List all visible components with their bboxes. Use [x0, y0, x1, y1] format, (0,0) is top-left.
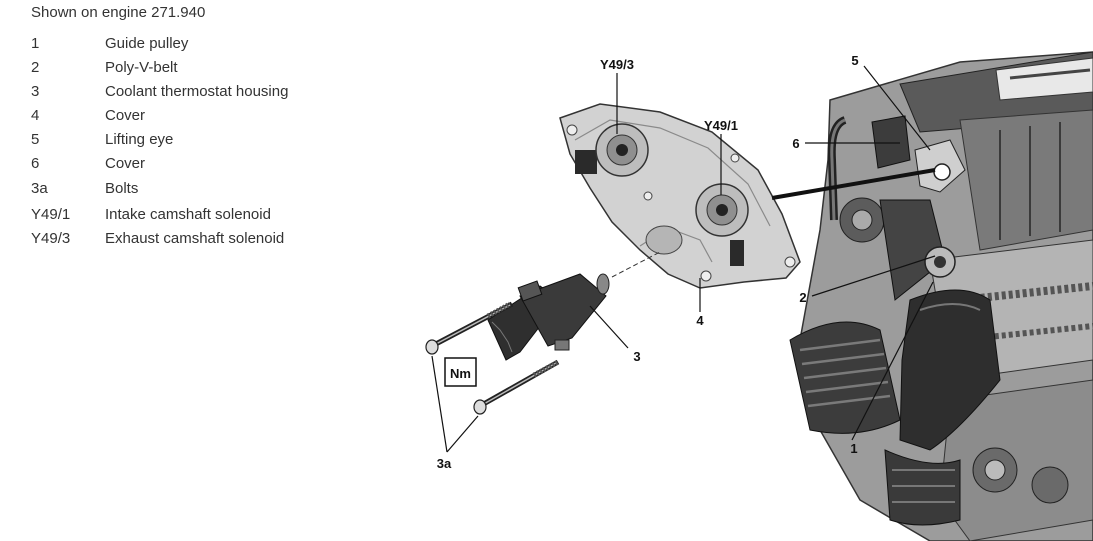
legend-row-6: 6 Cover — [31, 151, 391, 175]
legend-text: Cover — [105, 154, 146, 172]
callout-3a: 3a — [437, 456, 452, 471]
parts-legend: 1 Guide pulley 2 Poly-V-belt 3 Coolant ther… — [31, 31, 391, 250]
callout-5: 5 — [851, 53, 858, 68]
legend-text: Intake camshaft solenoid — [105, 205, 271, 223]
mounting-reference-line — [771, 168, 936, 200]
legend-text: Lifting eye — [105, 130, 174, 148]
callout-y49-3: Y49/3 — [600, 57, 634, 72]
alignment-line — [611, 251, 661, 278]
legend-row-1: 1 Guide pulley — [31, 31, 391, 55]
engine-block — [789, 51, 1093, 541]
legend-row-5: 5 Lifting eye — [31, 127, 391, 151]
thermostat-housing — [487, 273, 610, 361]
legend-code: 3 — [31, 82, 40, 100]
legend-code: 2 — [31, 58, 40, 76]
intake-camshaft-solenoid — [695, 183, 749, 237]
legend-text: Cover — [105, 106, 146, 124]
exhaust-camshaft-solenoid — [595, 123, 649, 177]
diagram-caption: Shown on engine 271.940 — [31, 4, 206, 21]
legend-row-2: 2 Poly-V-belt — [31, 55, 391, 79]
legend-text: Bolts — [105, 180, 139, 197]
cover-plate — [559, 103, 801, 289]
torque-badge: Nm — [444, 357, 477, 387]
callout-y49-1: Y49/1 — [704, 118, 738, 133]
legend-row-y49-3: Y49/3 Exhaust camshaft solenoid — [31, 226, 391, 250]
callout-2: 2 — [799, 290, 806, 305]
legend-text: Coolant thermostat housing — [105, 82, 289, 100]
callout-1: 1 — [850, 441, 857, 456]
legend-row-4: 4 Cover — [31, 103, 391, 127]
legend-row-3: 3 Coolant thermostat housing — [31, 79, 391, 103]
legend-code: Y49/3 — [31, 229, 71, 247]
torque-badge-label: Nm — [450, 366, 471, 381]
legend-code: Y49/1 — [31, 205, 71, 223]
bolt-upper — [425, 301, 514, 355]
legend-text: Exhaust camshaft solenoid — [105, 229, 285, 247]
legend-text: Guide pulley — [105, 34, 189, 52]
callout-4: 4 — [696, 313, 704, 328]
legend-text: Poly-V-belt — [105, 58, 178, 76]
legend-code: 6 — [31, 154, 40, 172]
legend-code: 4 — [31, 106, 40, 124]
legend-code: 3a — [31, 180, 48, 197]
callout-3: 3 — [633, 349, 640, 364]
leader-lines — [431, 65, 936, 453]
legend-code: 5 — [31, 130, 40, 148]
legend-row-3a: 3a Bolts — [31, 175, 391, 202]
legend-row-y49-1: Y49/1 Intake camshaft solenoid — [31, 202, 391, 226]
legend-code: 1 — [31, 34, 40, 52]
callout-6: 6 — [792, 136, 799, 151]
bolt-lower — [473, 359, 560, 415]
